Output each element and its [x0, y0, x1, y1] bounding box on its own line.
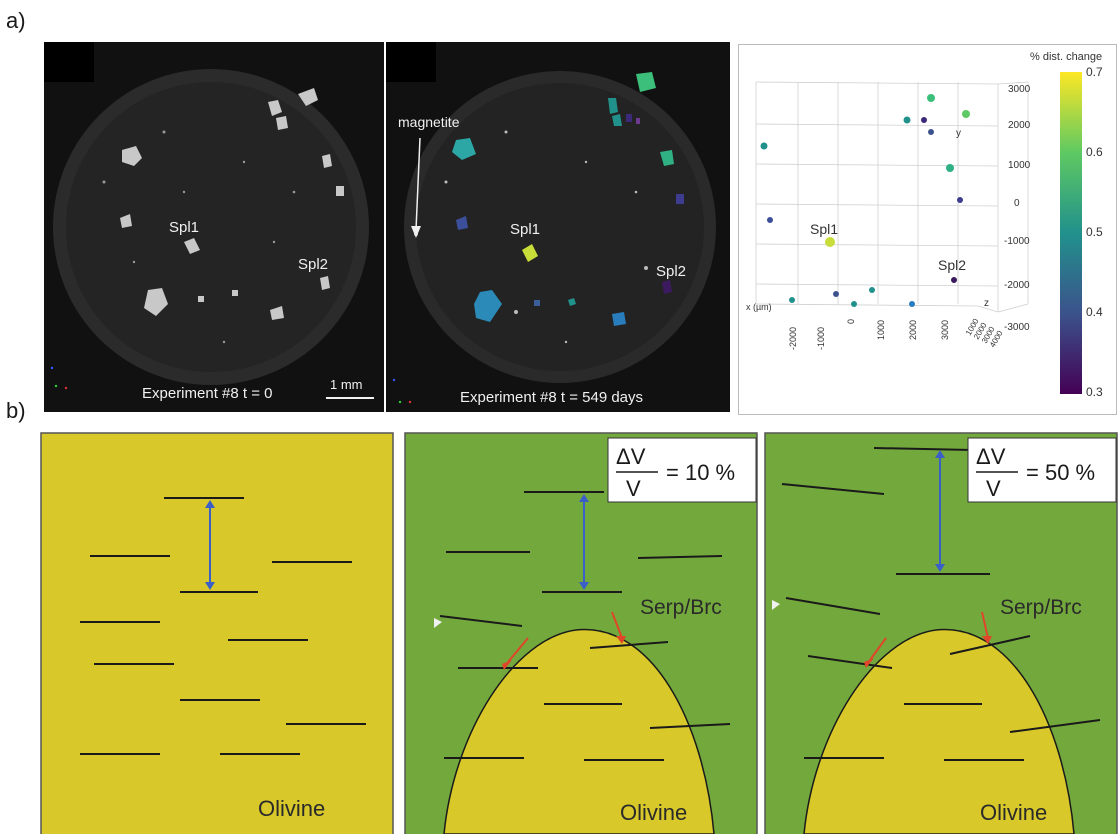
ratio-box — [607, 437, 757, 503]
xtick-2: 0 — [846, 319, 856, 324]
phase-label: Serp/Brc — [1000, 596, 1082, 619]
schematic-dv50: ΔV V = 50 % Serp/Brc Olivine — [764, 432, 1118, 834]
ratio-num: ΔV — [616, 444, 646, 469]
x-axis-label: x (µm) — [746, 302, 772, 312]
ratio-box — [967, 437, 1117, 503]
ytick-5: -2000 — [1004, 280, 1030, 291]
scatter-spl1: Spl1 — [810, 221, 838, 237]
olivine-grain — [803, 628, 1075, 834]
phase-label: Serp/Brc — [640, 596, 722, 619]
ct-left-spl2: Spl2 — [298, 256, 328, 273]
y-axis-label: y — [956, 128, 961, 139]
olivine-grain — [443, 628, 715, 834]
ct-right-spl1: Spl1 — [510, 221, 540, 238]
ct-left-spl1: Spl1 — [169, 219, 199, 236]
xtick-0: -2000 — [788, 327, 798, 350]
magnetite-arrow — [415, 137, 421, 231]
ytick-4: -1000 — [1004, 236, 1030, 247]
cbar-tick-07: 0.7 — [1086, 65, 1103, 79]
schematic-dv10: ΔV V = 10 % Serp/Brc Olivine — [404, 432, 758, 834]
ratio-num: ΔV — [976, 444, 1006, 469]
ratio-value: = 10 % — [666, 460, 735, 485]
ct-right-magnetite: magnetite — [398, 114, 460, 130]
cbar-tick-05: 0.5 — [1086, 225, 1103, 239]
ct-left-caption: Experiment #8 t = 0 — [142, 385, 273, 402]
scatter-spl2: Spl2 — [938, 257, 966, 273]
ytick-1: 2000 — [1008, 120, 1031, 131]
olivine-label-1: Olivine — [258, 796, 325, 821]
axes-triad-icon — [392, 378, 412, 404]
cbar-tick-06: 0.6 — [1086, 145, 1103, 159]
z-axis-label: z — [984, 298, 989, 309]
scale-bar-label: 1 mm — [330, 377, 363, 392]
ratio-value: = 50 % — [1026, 460, 1095, 485]
ytick-0: 3000 — [1008, 84, 1031, 95]
xtick-4: 2000 — [908, 320, 918, 340]
olivine-label-2: Olivine — [620, 800, 687, 825]
cbar-tick-04: 0.4 — [1086, 305, 1103, 319]
ct-right-caption: Experiment #8 t = 549 days — [460, 389, 643, 406]
xtick-1: -1000 — [816, 327, 826, 350]
xtick-5: 3000 — [940, 320, 950, 340]
magnetite-arrowhead — [411, 226, 421, 238]
ct-image-t0: Spl1 Spl2 Experiment #8 t = 0 1 mm — [44, 42, 384, 412]
axes-triad-icon — [50, 366, 68, 390]
olivine-label-3: Olivine — [980, 800, 1047, 825]
schematic-olivine-initial: Olivine — [40, 432, 394, 834]
colorbar-title: % dist. change — [1030, 51, 1102, 63]
panel-b-label: b) — [6, 398, 26, 423]
ytick-6: -3000 — [1004, 322, 1030, 333]
ratio-den: V — [986, 476, 1001, 501]
colorbar — [1060, 72, 1082, 394]
blue-distance-arrow — [205, 500, 215, 590]
cbar-tick-03: 0.3 — [1086, 385, 1103, 399]
ct-image-t549: magnetite Spl1 Spl2 Experiment #8 t = 54… — [386, 42, 730, 412]
ytick-2: 1000 — [1008, 160, 1031, 171]
ytick-3: 0 — [1014, 198, 1020, 209]
ratio-den: V — [626, 476, 641, 501]
ct-right-spl2: Spl2 — [656, 263, 686, 280]
xtick-3: 1000 — [876, 320, 886, 340]
scatter3d-plot: Spl1 Spl2 3000 2000 1000 0 -1000 -2000 -… — [738, 44, 1117, 415]
panel-a-label: a) — [6, 8, 26, 33]
